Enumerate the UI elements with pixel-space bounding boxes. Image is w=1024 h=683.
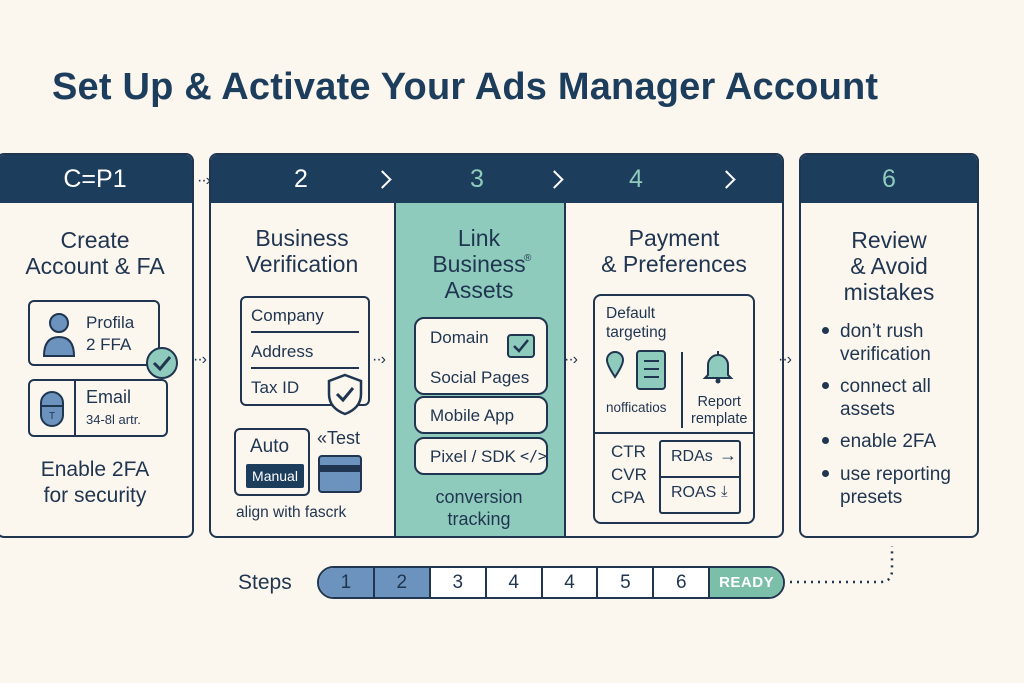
bullet-dot <box>822 470 829 477</box>
dotted-arrow-5: ··› <box>778 351 792 368</box>
field-tax-id: Tax ID <box>251 378 300 397</box>
step-card-6-title: Review & Avoid mistakes <box>843 227 935 305</box>
asset-domain: Domain <box>430 328 489 347</box>
progress-step[interactable]: 4 <box>543 568 599 597</box>
email-sub: 34-8l artr. <box>86 412 141 427</box>
field-underline <box>251 331 359 333</box>
progress-step[interactable]: 2 <box>374 568 431 597</box>
progress-step[interactable]: 6 <box>654 568 711 597</box>
progress-step[interactable]: 5 <box>598 568 655 597</box>
metric-cvr: CVR <box>611 465 647 484</box>
profile-text: Profila 2 FFA <box>86 313 135 354</box>
bullet-dot <box>822 327 829 334</box>
step-number-4: 4 <box>629 165 643 193</box>
dotted-arrow-3: ··› <box>372 351 386 368</box>
rdas-button[interactable]: RDAs <box>671 448 713 465</box>
step-number-2: 2 <box>294 165 308 193</box>
step-card-3-title: Link Business Assets <box>432 225 526 303</box>
progress-step[interactable]: 1 <box>319 568 375 597</box>
progress-step[interactable]: 4 <box>487 568 543 597</box>
svg-text:T: T <box>49 411 55 422</box>
step-card-1-title: Create Account & FA <box>25 227 165 279</box>
step-card-1: C=P1 Create Account & FA Profila 2 FFA T… <box>0 153 194 538</box>
preferences-panel: Default targeting nofficatios Report rem… <box>593 294 755 524</box>
asset-mobile-app[interactable]: Mobile App <box>414 396 548 434</box>
chevron-right-icon <box>717 170 736 189</box>
bullet-dot <box>822 382 829 389</box>
asset-pixel-sdk-label: Pixel / SDK <box>430 447 516 466</box>
roas-button[interactable]: ROAS <box>671 484 717 501</box>
report-buttons: RDAs → ROAS ⤓ <box>659 440 741 514</box>
page-title: Set Up & Activate Your Ads Manager Accou… <box>52 66 879 108</box>
report-template: Report remplate <box>691 394 748 427</box>
field-address: Address <box>251 342 314 361</box>
asset-mobile-app-label: Mobile App <box>430 406 515 425</box>
user-icon <box>42 313 76 357</box>
bullet-dot <box>822 437 829 444</box>
email-box: T Email 34-8l artr. <box>28 379 168 437</box>
arrow-right-icon: → <box>719 445 737 465</box>
tip-4: use reporting presets <box>840 464 951 508</box>
asset-pixel-sdk[interactable]: Pixel / SDK </> <box>414 437 548 475</box>
step-card-2-footer: align with fascrk <box>236 504 347 521</box>
step-number-3: 3 <box>470 165 484 193</box>
step-number: C=P1 <box>63 164 127 193</box>
step-group-header: 2 3 4 <box>211 155 782 203</box>
tip-3: enable 2FA <box>840 431 937 452</box>
step-card-6: 6 Review & Avoid mistakes <box>799 153 979 538</box>
step-card-1-footer: Enable 2FA for security <box>40 458 150 507</box>
list-icon <box>636 350 666 390</box>
profile-box: Profila 2 FFA <box>28 300 160 366</box>
steps-label: Steps <box>238 571 292 594</box>
step-card-2-title: Business Verification <box>245 225 359 277</box>
step-card-1-header: C=P1 <box>0 155 192 203</box>
step-card-6-header: 6 <box>801 155 977 203</box>
chevron-right-icon <box>545 170 564 189</box>
notifications-label: nofficatios <box>606 400 667 415</box>
dotted-arrow-1: ··› <box>197 172 211 189</box>
field-underline <box>251 367 359 369</box>
card-icon <box>318 455 362 493</box>
test-label: «Test <box>317 428 361 448</box>
step-card-3-footer: conversion tracking <box>435 487 523 529</box>
metric-ctr: CTR <box>611 442 646 461</box>
dotted-arrow-2: ··› <box>193 351 207 368</box>
progress-step[interactable]: 3 <box>431 568 487 597</box>
tip-1: don’t rush verification <box>840 321 931 365</box>
step-progress-bar: 1 2 3 4 4 5 6 READY <box>317 566 785 599</box>
shield-check-icon <box>327 373 363 416</box>
dotted-connector <box>790 546 894 584</box>
lock-icon: T <box>40 391 64 427</box>
step-card-4-title: Payment & Preferences <box>601 225 747 277</box>
default-targeting: Default targeting <box>606 305 667 341</box>
bell-icon <box>702 351 734 384</box>
chevron-right-icon <box>373 170 392 189</box>
auto-manual-toggle[interactable]: Auto Manual <box>234 428 310 496</box>
metric-cpa: CPA <box>611 488 645 507</box>
step-number: 6 <box>882 164 896 193</box>
download-icon: ⤓ <box>721 483 728 500</box>
tip-2: connect all assets <box>840 376 931 420</box>
asset-social-pages: Social Pages <box>430 368 530 387</box>
check-circle-icon <box>146 347 178 379</box>
registered-mark: ® <box>524 253 532 264</box>
code-icon: </> <box>520 447 548 465</box>
field-company: Company <box>251 306 324 325</box>
manual-option[interactable]: Manual <box>246 464 304 488</box>
dotted-arrow-4: ··› <box>564 351 578 368</box>
ready-step[interactable]: READY <box>710 568 783 597</box>
pin-icon <box>605 351 625 379</box>
email-label: Email <box>86 387 132 407</box>
asset-domain-social[interactable]: Domain Social Pages <box>414 317 548 395</box>
auto-option[interactable]: Auto <box>250 436 290 457</box>
checkbox-icon[interactable] <box>506 333 536 359</box>
